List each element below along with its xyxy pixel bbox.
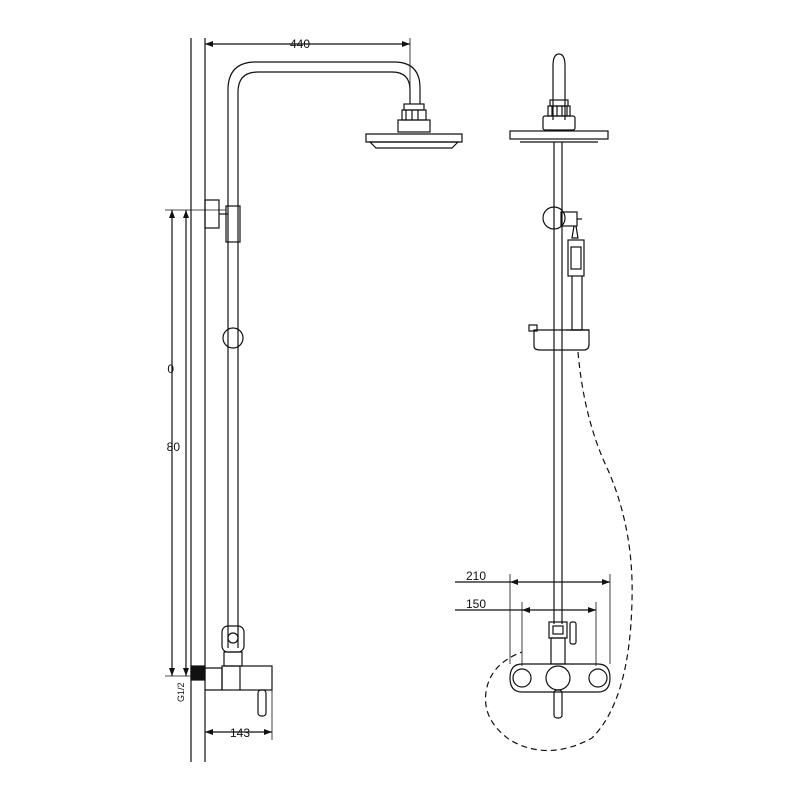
front-diverter-lever — [569, 621, 577, 645]
front-mixer-handle — [553, 689, 563, 719]
front-head-joint — [542, 115, 576, 131]
wall-inlet — [190, 665, 206, 681]
front-bracket-circle — [542, 206, 566, 230]
front-arm — [552, 53, 566, 120]
bracket-clamp — [225, 205, 241, 243]
mixer-body — [221, 665, 273, 691]
label-440: 440 — [290, 37, 310, 51]
side-view — [165, 38, 463, 762]
label-210: 210 — [466, 569, 486, 583]
arm-outer — [227, 61, 421, 208]
hand-shower-nozzles — [570, 246, 582, 270]
side-arrows — [169, 41, 410, 735]
mixer-handle — [257, 689, 267, 717]
label-height-lower: 80 — [167, 440, 181, 454]
slider-knob — [222, 327, 244, 349]
front-mixer-bar — [509, 663, 611, 693]
label-height-upper: 0 — [167, 362, 174, 376]
hand-shower-holder — [533, 329, 590, 351]
showerhead-plate — [365, 133, 463, 143]
label-143: 143 — [230, 726, 250, 740]
hose-dashed — [484, 351, 633, 752]
showerhead-face — [368, 141, 460, 149]
head-ball-joint — [397, 119, 431, 133]
hand-shower-head — [567, 239, 585, 277]
arm-inner — [237, 71, 411, 208]
front-view — [455, 53, 633, 752]
right-eccentric — [588, 668, 608, 688]
label-thread: G1/2 — [176, 682, 186, 702]
front-showerhead — [509, 130, 609, 140]
diverter-knob — [227, 632, 239, 644]
label-150: 150 — [466, 597, 486, 611]
left-eccentric — [512, 668, 532, 688]
front-arrows — [510, 579, 610, 613]
